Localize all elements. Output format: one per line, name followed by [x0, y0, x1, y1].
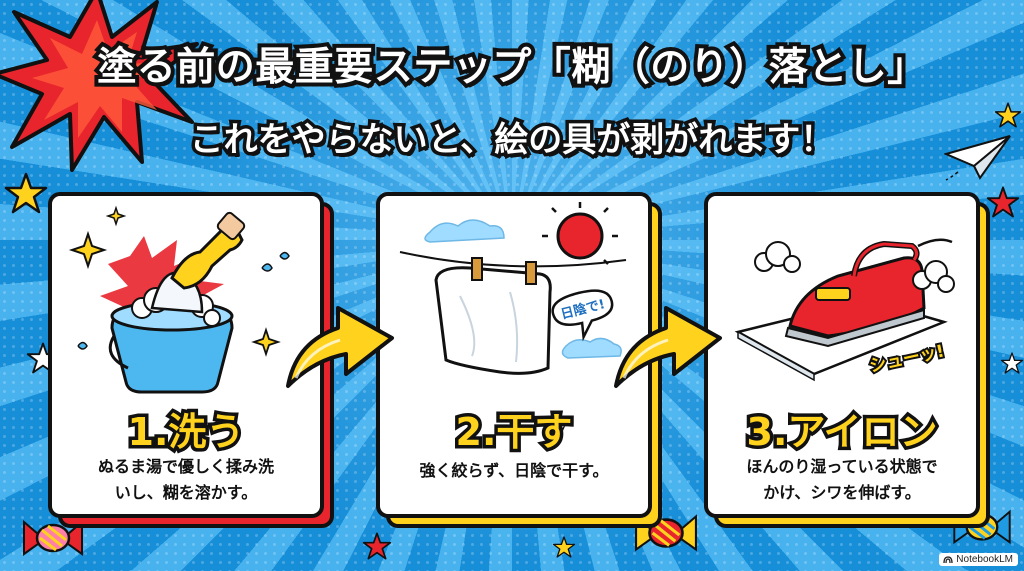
step-description: 強く絞らず、日陰で干す。 [419, 461, 609, 480]
next-arrow-icon [614, 306, 722, 388]
subtitle-area: これをやらないと、絵の具が剥がれます！ [0, 112, 1024, 164]
step-title: 3.アイロン [743, 407, 941, 458]
paper-plane-icon [944, 135, 1011, 181]
red-star-icon [362, 532, 392, 560]
red-star-icon [986, 186, 1020, 218]
step-description: ほんのり湿っている状態で かけ、シワを伸ばす。 [746, 457, 938, 502]
page-title: 塗る前の最重要ステップ「糊（のり）落とし」 [93, 41, 930, 94]
bucket-washing-icon [68, 205, 290, 394]
steam-iron-icon: シューッ! [734, 238, 955, 382]
yellow-star-icon [4, 172, 48, 214]
step-description: ぬるま湯で優しく揉み洗 いし、糊を溶かす。 [97, 457, 274, 502]
white-star-icon [1000, 352, 1024, 374]
yellow-star-icon [552, 536, 576, 558]
hanging-cloth-icon: 日陰で! [399, 202, 627, 375]
step-title: 2.干す [452, 407, 576, 458]
yellow-star-icon [994, 102, 1022, 128]
badge-label: NotebookLM [956, 554, 1013, 565]
page-subtitle: これをやらないと、絵の具が剥がれます！ [186, 117, 838, 164]
candy-icon [635, 514, 697, 552]
step-card-dry: 日陰で! 2.干す 強く絞らず、日陰で干す。 [376, 192, 652, 518]
step-card-iron: シューッ! 3.アイロン ほんのり湿っている状態で かけ、シワを伸ばす。 [704, 192, 980, 518]
next-arrow-icon [286, 306, 394, 388]
title-area: 塗る前の最重要ステップ「糊（のり）落とし」 [0, 36, 1024, 94]
comic-burst-icon [0, 0, 199, 172]
notebooklm-badge: NotebookLM [939, 553, 1018, 566]
notebooklm-icon [943, 555, 953, 563]
step-title: 1.洗う [124, 407, 248, 458]
candy-icon [23, 519, 83, 556]
step-card-wash: 1.洗う ぬるま湯で優しく揉み洗 いし、糊を溶かす。 [48, 192, 324, 518]
